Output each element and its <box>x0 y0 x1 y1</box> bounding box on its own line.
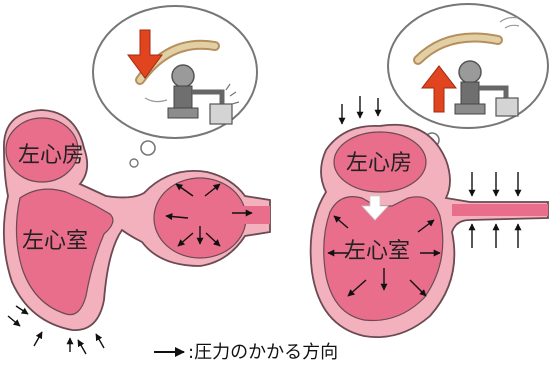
legend-text: :圧力のかかる方向 <box>188 342 338 363</box>
left-heart-diagram: 左心房 左心室 <box>4 6 270 354</box>
left-aorta-bulb <box>154 178 246 258</box>
right-atrium-label: 左心房 <box>346 151 412 176</box>
left-atrium-label: 左心房 <box>18 143 84 168</box>
right-ventricle-label: 左心室 <box>344 239 410 264</box>
left-aorta-vessel <box>238 206 270 224</box>
right-heart-diagram: 左心房 左心室 <box>311 4 548 337</box>
right-aorta-vessel <box>452 204 548 216</box>
left-ventricle-label: 左心室 <box>22 229 88 254</box>
legend: :圧力のかかる方向 <box>154 342 338 363</box>
right-top-pressure-arrows <box>342 96 378 124</box>
